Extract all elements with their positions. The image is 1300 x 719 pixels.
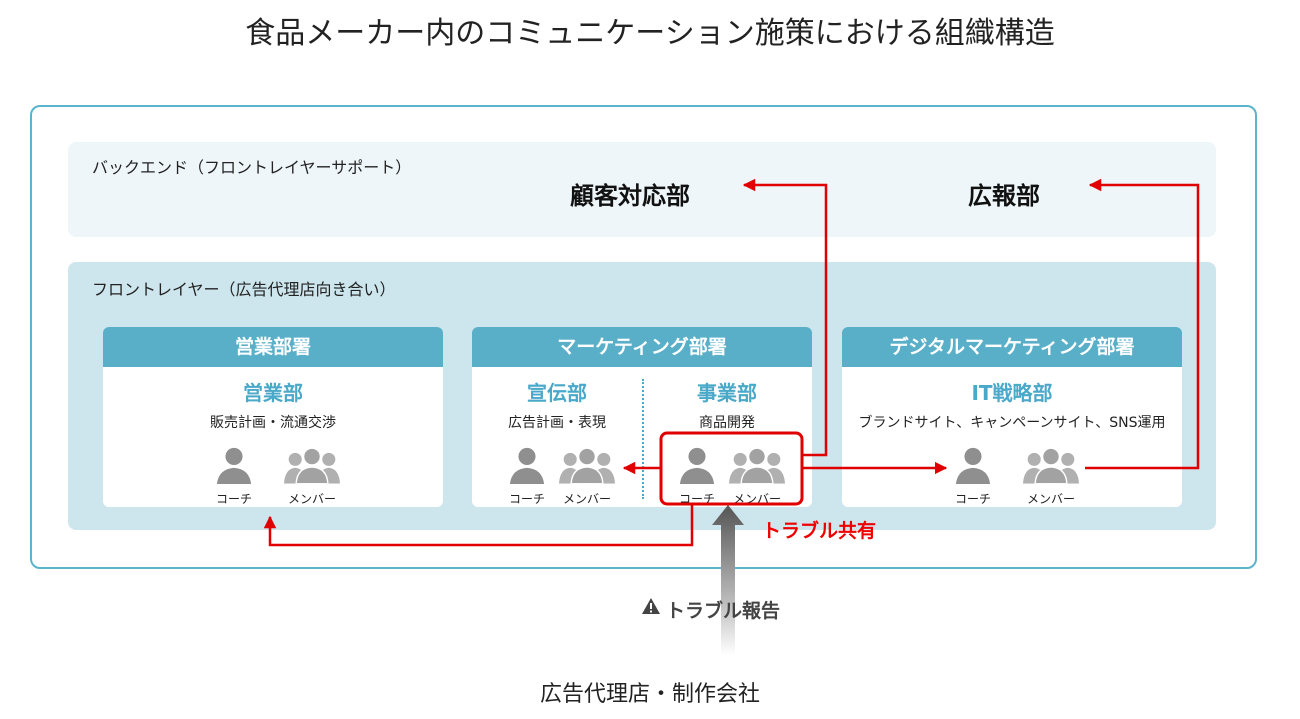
unit-desc: 広告計画・表現	[508, 415, 606, 431]
members: メンバー	[559, 446, 615, 507]
coach: コーチ	[945, 446, 1001, 507]
warning-icon	[642, 598, 660, 614]
divider	[642, 379, 644, 499]
card-header: マーケティング部署	[472, 327, 812, 367]
unit-title: 営業部	[243, 381, 303, 405]
coach-label: コーチ	[215, 492, 252, 506]
card-header: デジタルマーケティング部署	[842, 327, 1182, 367]
unit-desc: ブランドサイト、キャンペーンサイト、SNS運用	[858, 415, 1166, 431]
trouble-report-label: トラブル報告	[666, 600, 781, 622]
member-label: メンバー	[1026, 492, 1075, 506]
pr-dept: 広報部	[968, 182, 1040, 210]
front-label: フロントレイヤー（広告代理店向き合い）	[92, 280, 396, 299]
sales-unit: 営業部 販売計画・流通交渉 コーチ メンバー	[103, 367, 443, 507]
marketing-card: マーケティング部署 宣伝部 広告計画・表現 コーチ メンバー 事業部 商品開発 …	[472, 327, 812, 507]
member-label: メンバー	[287, 492, 336, 506]
advertising-unit: 宣伝部 広告計画・表現 コーチ メンバー	[472, 367, 642, 507]
unit-title: IT戦略部	[971, 381, 1053, 405]
arrow-to-sales	[263, 504, 694, 547]
organization-frame	[30, 105, 1257, 569]
page-title: 食品メーカー内のコミュニケーション施策における組織構造	[245, 16, 1055, 51]
digital-marketing-card: デジタルマーケティング部署 IT戦略部 ブランドサイト、キャンペーンサイト、SN…	[842, 327, 1182, 507]
members: メンバー	[284, 446, 340, 507]
agency-label: 広告代理店・制作会社	[539, 682, 760, 707]
member-label: メンバー	[562, 492, 611, 506]
coach: コーチ	[206, 446, 262, 507]
arrow-to-customer-support	[742, 178, 828, 457]
backend-layer	[68, 142, 1216, 237]
card-header: 営業部署	[103, 327, 443, 367]
unit-title: 事業部	[697, 381, 757, 405]
members: メンバー	[1023, 446, 1079, 507]
coach-label: コーチ	[508, 492, 545, 506]
trouble-share-label: トラブル共有	[762, 520, 877, 542]
it-strategy-unit: IT戦略部 ブランドサイト、キャンペーンサイト、SNS運用 コーチ メンバー	[842, 367, 1182, 507]
unit-desc: 商品開発	[699, 415, 755, 431]
trouble-highlight-box	[659, 431, 804, 506]
coach: コーチ	[499, 446, 555, 507]
trouble-report-arrow	[712, 505, 744, 655]
unit-desc: 販売計画・流通交渉	[210, 415, 336, 431]
customer-support-dept: 顧客対応部	[570, 182, 690, 210]
sales-card: 営業部署 営業部 販売計画・流通交渉 コーチ メンバー	[103, 327, 443, 507]
arrow-to-pr	[1085, 178, 1200, 470]
unit-title: 宣伝部	[527, 381, 587, 405]
coach-label: コーチ	[954, 492, 991, 506]
backend-label: バックエンド（フロントレイヤーサポート）	[92, 158, 412, 177]
